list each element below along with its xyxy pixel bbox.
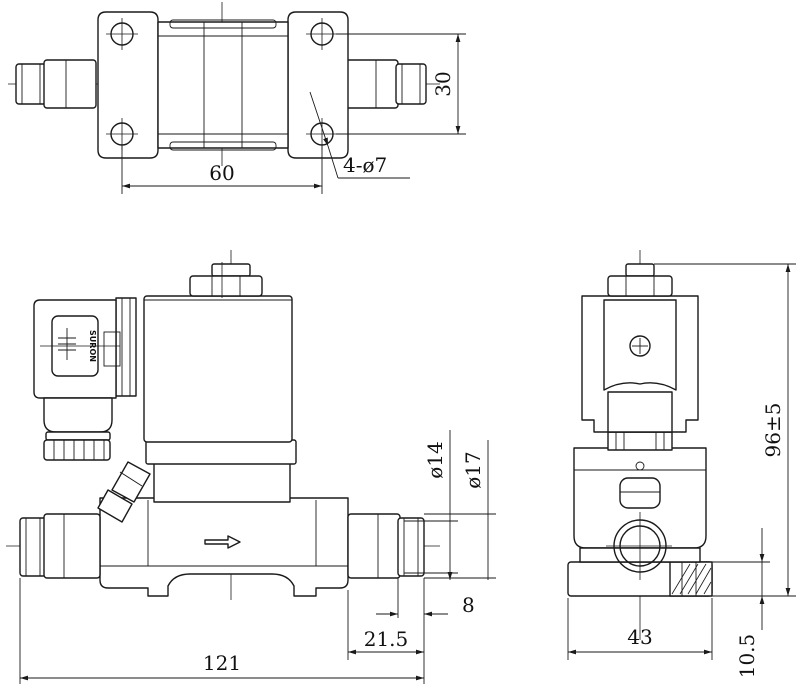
dim-text-port-length: 21.5 <box>364 627 409 651</box>
dimension-121: 121 <box>19 578 425 684</box>
mounting-hole <box>106 18 138 50</box>
dimension-60: 60 <box>121 146 323 194</box>
top-view: 60 30 4-ø7 <box>8 2 466 194</box>
top-nut <box>189 262 263 298</box>
dimension-10-5: 10.5 <box>712 528 770 678</box>
dim-text-overall-height: 96±5 <box>761 403 785 458</box>
flow-arrow-icon <box>204 535 241 549</box>
side-view: 96±5 43 10.5 <box>567 250 796 678</box>
dimension-96: 96±5 <box>654 263 796 597</box>
mounting-hole <box>306 118 338 150</box>
front-left-port <box>19 513 101 579</box>
screw-icon <box>629 335 651 357</box>
dimension-port-diameters: ø14 ø17 <box>404 430 496 580</box>
side-port <box>606 512 672 580</box>
brand-logo-icon <box>58 328 76 360</box>
mounting-hole <box>106 118 138 150</box>
dimension-43: 43 <box>567 598 713 660</box>
connector-plug: SURON <box>33 297 137 461</box>
dimension-holes: 4-ø7 <box>309 91 410 179</box>
dimension-8: 8 <box>376 578 475 618</box>
dim-text-port-outer: ø17 <box>461 451 485 489</box>
top-left-port <box>15 59 97 109</box>
dimension-21-5: 21.5 <box>347 590 425 660</box>
dim-text-port-inner: ø14 <box>423 441 447 479</box>
side-fitting <box>619 461 661 509</box>
front-view: SURON ø14 ø17 8 21.5 <box>6 250 496 684</box>
dim-text-top-height: 30 <box>431 71 455 96</box>
dim-text-overall-length: 121 <box>203 651 241 675</box>
dim-text-base-height: 10.5 <box>735 634 759 679</box>
dim-text-holes: 4-ø7 <box>343 153 387 177</box>
dim-text-port-end: 8 <box>462 593 475 617</box>
mounting-hole <box>306 18 338 50</box>
dim-text-top-length: 60 <box>209 161 234 185</box>
front-right-port <box>347 513 425 579</box>
angled-fitting <box>97 461 151 523</box>
dim-text-side-width: 43 <box>627 625 652 649</box>
section-hatch <box>671 563 712 595</box>
dimension-30: 30 <box>336 33 466 135</box>
top-right-port <box>345 59 427 109</box>
